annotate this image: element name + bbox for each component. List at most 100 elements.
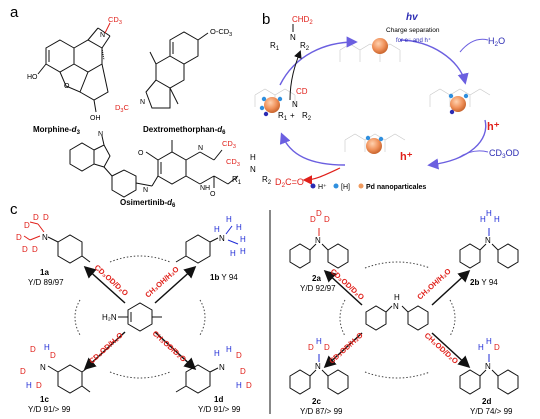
left-reagent-1a: CD₃OD/D₂O [93, 263, 131, 298]
arrow-to-1a [83, 265, 126, 304]
1b-n: N [219, 234, 225, 243]
2b-h1: H [480, 215, 486, 224]
2a-yd: Y/D 92/97 [300, 284, 336, 293]
1a-d6: D [32, 245, 38, 254]
catalytic-cycle [254, 36, 491, 185]
2c-yd: Y/D 87/> 99 [300, 407, 343, 416]
2d-yd: Y/D 74/> 99 [470, 407, 513, 416]
b-for-eh: for e⁻ and h⁺ [396, 37, 431, 44]
b-hplus-bottom: h⁺ [400, 151, 413, 163]
1d-h2: H [214, 349, 220, 358]
b-legend: H⁺ [H] Pd nanoparticales [310, 183, 426, 191]
legend-pd: Pd nanoparticales [366, 184, 426, 191]
panel-label-c: c [10, 201, 18, 218]
2d-d1: D [494, 343, 500, 352]
1b-h5: H [230, 249, 236, 258]
1a-n: N [42, 233, 48, 242]
1b-label: 1b Y 94 [210, 273, 238, 282]
b-d2co: D2C=O [275, 177, 304, 189]
1d-h1: H [226, 345, 232, 354]
structure-1a [47, 234, 91, 264]
arrow-to-1d [154, 331, 197, 371]
1d-h3: H [236, 381, 242, 390]
panel-label-a: a [10, 4, 19, 21]
osimertinib-structure [69, 135, 239, 198]
1b-h2: H [236, 223, 242, 232]
pd-particle-top [372, 38, 388, 54]
1d-d2: D [240, 367, 246, 376]
center-diphenylamine [365, 305, 429, 331]
2a-d3: D [324, 215, 330, 224]
1b-h-bonds [225, 225, 239, 245]
osi-label: Osimertinib-d6 [120, 198, 176, 209]
1d-d1: D [236, 351, 242, 360]
b-charge-sep: Charge separation [386, 27, 440, 34]
legend-hplus-dot [310, 183, 316, 189]
osi-n-methyl: N [98, 131, 103, 138]
1b-h4: H [240, 247, 246, 256]
osi-cd3-bottom: CD3 [226, 157, 240, 168]
center-h: H [394, 293, 400, 302]
b-top-n: N [290, 33, 296, 42]
structure-1c [47, 364, 91, 394]
2d-h2: H [486, 337, 492, 346]
osi-o2: O [210, 191, 216, 198]
1a-deuterium-bonds [23, 221, 45, 241]
arrow-to-1b [154, 265, 197, 304]
dex-n: N [140, 99, 145, 106]
structure-2b [459, 243, 519, 269]
2c-d2: D [324, 343, 330, 352]
b-imine-n: N [292, 100, 298, 109]
left-reagent-1b: CH₃OH/H₂O [143, 264, 181, 299]
structure-2d [459, 369, 519, 395]
b-hplus-right: h⁺ [487, 121, 500, 133]
arrow-to-2d [431, 332, 471, 369]
2a-n: N [315, 236, 321, 245]
dex-label: Dextromethorphan-d6 [143, 125, 226, 136]
1a-d4: D [16, 233, 22, 242]
1c-d1: D [30, 345, 36, 354]
1b-h3: H [240, 235, 246, 244]
pd-particle-bottom [366, 138, 382, 154]
pd-particle-right [450, 96, 466, 112]
1c-id: 1c [40, 395, 49, 404]
legend-pd-dot [358, 183, 364, 189]
b-cd3od: CD3OD [489, 148, 520, 160]
osi-n: N [198, 145, 203, 152]
morphine-n: N [100, 32, 105, 39]
osi-o: O [138, 150, 144, 157]
support-sheets [254, 43, 491, 152]
2c-h1: H [316, 337, 322, 346]
b-chd2: CHD2 [292, 15, 313, 26]
1c-h2: H [26, 381, 32, 390]
legend-h-dot [333, 183, 339, 189]
2d-h1: H [478, 343, 484, 352]
1d-id: 1d [214, 395, 223, 404]
b-hv: hv [406, 12, 419, 23]
morphine-o: O [64, 83, 70, 90]
1c-h1: H [44, 343, 50, 352]
left-dotted-arcs [74, 255, 206, 379]
1a-d1: D [33, 213, 39, 222]
1c-n: N [40, 363, 46, 372]
b-imine-r2: R2 [302, 111, 312, 122]
osi-nh: NH [200, 185, 210, 192]
2c-n: N [315, 362, 321, 371]
1c-d3: D [20, 367, 26, 376]
1a-d3: D [24, 221, 30, 230]
center-aniline [118, 302, 162, 332]
b-amine-r1: R1 [232, 175, 242, 186]
morphine-structure [37, 27, 111, 113]
morphine-cd3: CD3 [108, 15, 122, 26]
structure-2a [289, 243, 349, 269]
2d-id: 2d [482, 397, 491, 406]
morphine-label: Morphine-d3 [33, 125, 81, 136]
1a-d2: D [43, 213, 49, 222]
b-top-r1: R1 [270, 41, 280, 52]
osi-hn: N [143, 187, 148, 194]
1d-n: N [219, 363, 225, 372]
b-imine-cd: CD [296, 87, 308, 96]
structure-2c [289, 369, 349, 395]
dex-d3c: D3C [115, 103, 129, 114]
